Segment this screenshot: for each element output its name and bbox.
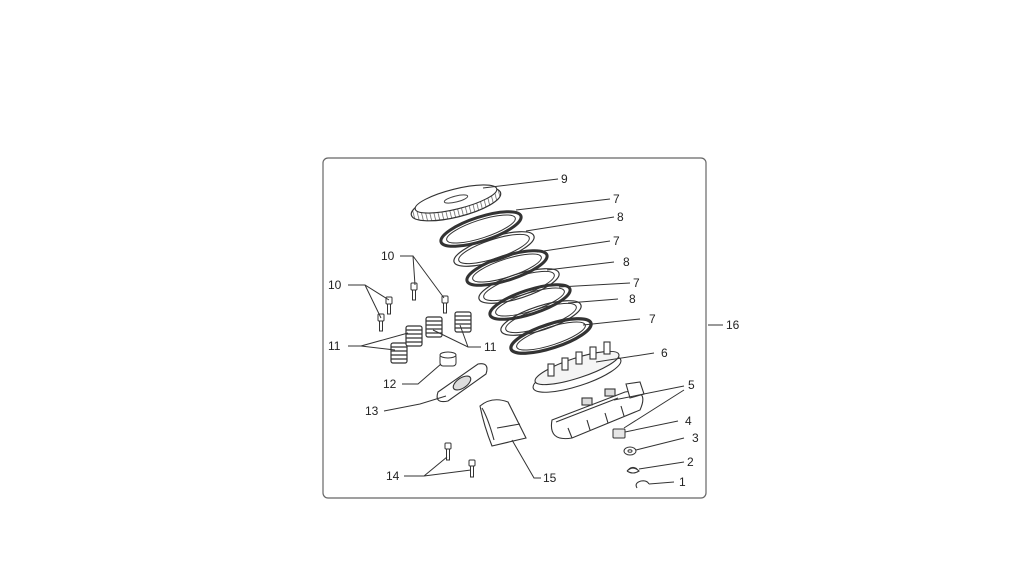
leader-13 [383, 395, 447, 412]
label-7-a: 7 [613, 192, 620, 206]
part-15-cover [479, 399, 527, 447]
leader-12 [402, 363, 442, 385]
leader-2 [638, 461, 685, 470]
bolt-10-c [410, 282, 418, 301]
label-2: 2 [687, 455, 694, 469]
label-10-top: 10 [381, 249, 395, 263]
leader-9 [482, 178, 559, 189]
leader-15 [511, 439, 541, 479]
screw-14-a [444, 442, 452, 461]
label-10-left: 10 [328, 278, 342, 292]
label-13: 13 [365, 404, 379, 418]
label-7-d: 7 [649, 312, 656, 326]
label-8-b: 8 [623, 255, 630, 269]
label-5: 5 [688, 378, 695, 392]
spring-11-b [405, 325, 423, 347]
label-4: 4 [685, 414, 692, 428]
screw-14-b [468, 459, 476, 478]
part-7-friction-disc-1 [439, 210, 523, 248]
label-3: 3 [692, 431, 699, 445]
spring-11-c [425, 316, 443, 338]
part-9-clutch-hub [410, 184, 502, 222]
leader-lines [348, 178, 723, 485]
label-8-a: 8 [617, 210, 624, 224]
leader-8c [567, 298, 619, 304]
part-1-circlip [635, 480, 650, 489]
leader-7c [558, 282, 631, 288]
leader-1 [648, 481, 675, 485]
clutch-plate-stack [439, 210, 593, 355]
leader-7a [515, 198, 611, 211]
label-6: 6 [661, 346, 668, 360]
spring-11-a [390, 342, 408, 364]
label-7-c: 7 [633, 276, 640, 290]
part-11-springs [390, 311, 472, 364]
label-15: 15 [543, 471, 557, 485]
leader-11-right [432, 324, 481, 348]
part-12-sleeve [439, 351, 457, 367]
spring-11-d [454, 311, 472, 333]
label-1: 1 [679, 475, 686, 489]
label-11-left: 11 [328, 339, 341, 353]
leader-14 [404, 456, 472, 477]
part-10-bolts [377, 282, 449, 332]
label-14: 14 [386, 469, 400, 483]
leader-7d [582, 318, 641, 326]
leader-10-top [400, 255, 445, 299]
part-2-spring-washer [626, 466, 640, 474]
leader-3 [635, 437, 685, 451]
part-6-pressure-plate [532, 341, 622, 393]
leader-8b [546, 261, 615, 271]
leader-4 [624, 420, 679, 433]
label-7-b: 7 [613, 234, 620, 248]
leader-8a [525, 216, 615, 232]
label-16: 16 [726, 318, 740, 332]
part-14-screws [444, 442, 476, 478]
leader-7b [536, 240, 611, 253]
leader-10-left [348, 284, 390, 319]
leader-5 [613, 385, 685, 429]
part-4-bushing [612, 428, 626, 439]
label-9: 9 [561, 172, 568, 186]
leader-11-left [348, 332, 409, 351]
label-12: 12 [383, 377, 397, 391]
callout-labels: 9 7 8 7 8 7 8 7 6 5 4 3 2 1 16 10 10 11 … [328, 172, 740, 489]
leader-6 [595, 352, 655, 363]
label-8-c: 8 [629, 292, 636, 306]
part-3-nut [623, 446, 637, 456]
label-11-right: 11 [484, 340, 497, 354]
